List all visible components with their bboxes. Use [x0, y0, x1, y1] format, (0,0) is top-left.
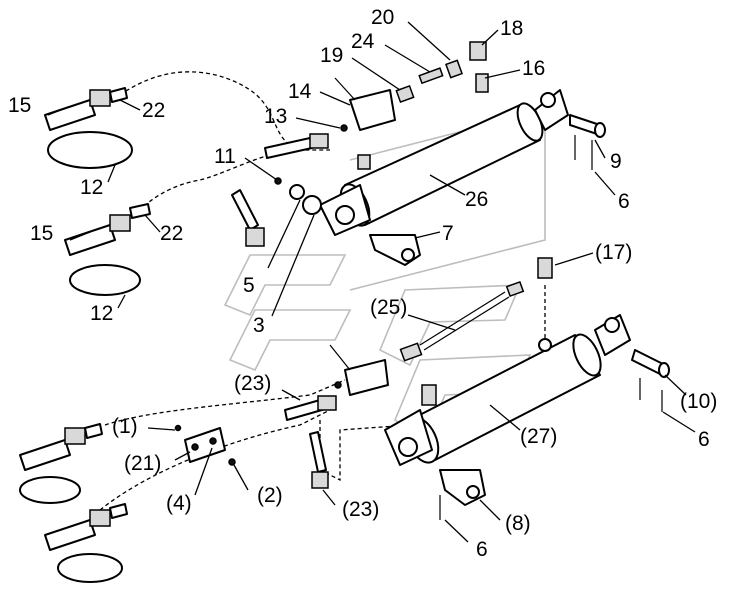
- hose-ends: [231, 133, 337, 489]
- callout-1: (1): [112, 415, 138, 438]
- callout-14: 14: [288, 80, 312, 103]
- lower-cylinder-27: [384, 314, 631, 466]
- leader-lines: [47, 21, 696, 543]
- callout-4: (4): [166, 492, 192, 515]
- callout-17: (17): [595, 241, 632, 264]
- coupler-top-2: [64, 203, 151, 296]
- callout-18: 18: [500, 17, 523, 40]
- coupler-top-1: [44, 87, 133, 169]
- callout-22-mid: 22: [160, 222, 183, 245]
- callout-12-mid: 12: [90, 302, 113, 325]
- callout-16: 16: [522, 57, 545, 80]
- callout-23-upper: (23): [234, 372, 271, 395]
- callout-22-top: 22: [142, 99, 165, 122]
- callout-3: 3: [253, 314, 265, 337]
- cylinder-pins: [569, 114, 670, 412]
- callout-6-bottom: 6: [476, 538, 488, 561]
- mounting-plate-21: [174, 424, 236, 466]
- callout-9: 9: [610, 150, 622, 173]
- callout-15-top: 15: [8, 94, 31, 117]
- callout-labels: 20 24 18 19 16 14 13 15 22 12 11 26 9 6 …: [8, 6, 717, 561]
- valves: [329, 77, 396, 396]
- clevis-brackets: [369, 234, 486, 520]
- callout-13: 13: [264, 105, 287, 128]
- coupler-bottom-1: [19, 423, 103, 504]
- callout-21: (21): [124, 452, 161, 475]
- callout-6-right: 6: [698, 428, 710, 451]
- callout-27: (27): [520, 425, 557, 448]
- coupler-bottom-2: [44, 503, 128, 583]
- callout-10: (10): [680, 390, 717, 413]
- fittings: [357, 41, 553, 406]
- upper-cylinder-26: [319, 89, 569, 236]
- callout-24: 24: [351, 30, 375, 53]
- callout-12-top: 12: [80, 176, 103, 199]
- callout-2: (2): [257, 484, 283, 507]
- callout-25: (25): [370, 296, 407, 319]
- callout-8: (8): [505, 512, 531, 535]
- callout-26: 26: [465, 188, 488, 211]
- quick-couplers: [19, 87, 151, 583]
- callout-15-mid: 15: [30, 222, 53, 245]
- callout-7: 7: [442, 222, 454, 245]
- callout-11: 11: [214, 145, 236, 168]
- callout-19: 19: [320, 44, 343, 67]
- callout-23-lower: (23): [342, 498, 379, 521]
- callout-6-top: 6: [618, 190, 630, 213]
- callout-20: 20: [371, 6, 394, 29]
- callout-5: 5: [243, 274, 255, 297]
